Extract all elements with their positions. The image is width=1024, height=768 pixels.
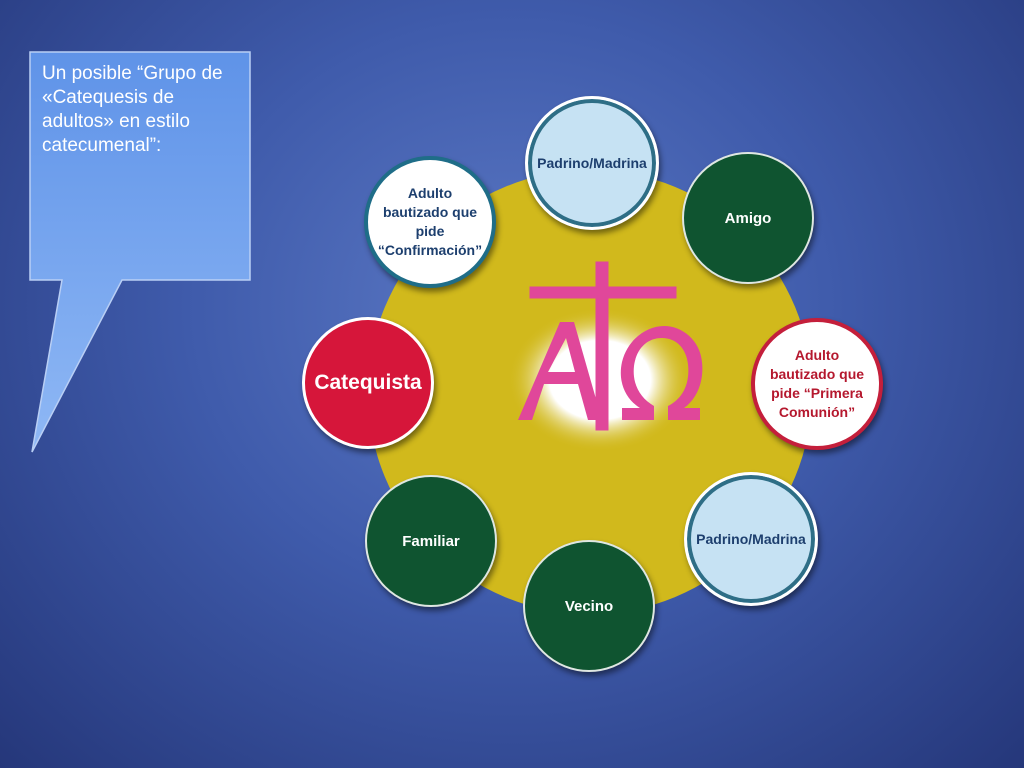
- callout-text: Un posible “Grupo de «Catequesis de adul…: [42, 63, 223, 156]
- node-amigo: Amigo: [682, 152, 814, 284]
- node-label: Catequista: [314, 371, 422, 394]
- node-label: Amigo: [724, 209, 772, 227]
- node-catequista: Catequista: [302, 317, 434, 449]
- node-label: Adulto bautizado que pide “Confirmación”: [377, 185, 483, 258]
- alpha-cross-omega-icon: [518, 261, 703, 431]
- node-label: Adulto bautizado que pide “Primera Comun…: [769, 347, 865, 420]
- node-label: Padrino/Madrina: [696, 531, 806, 547]
- speech-bubble-shape: [29, 51, 251, 453]
- node-adulto-primera-comunion: Adulto bautizado que pide “Primera Comun…: [751, 318, 883, 450]
- node-familiar: Familiar: [365, 475, 497, 607]
- node-vecino: Vecino: [523, 540, 655, 672]
- node-padrino-madrina-bottom: Padrino/Madrina: [684, 472, 818, 606]
- node-label: Vecino: [564, 597, 614, 615]
- node-padrino-madrina-top: Padrino/Madrina: [525, 96, 659, 230]
- node-adulto-confirmacion: Adulto bautizado que pide “Confirmación”: [364, 156, 496, 288]
- node-label: Familiar: [402, 532, 460, 550]
- node-label: Padrino/Madrina: [537, 155, 647, 171]
